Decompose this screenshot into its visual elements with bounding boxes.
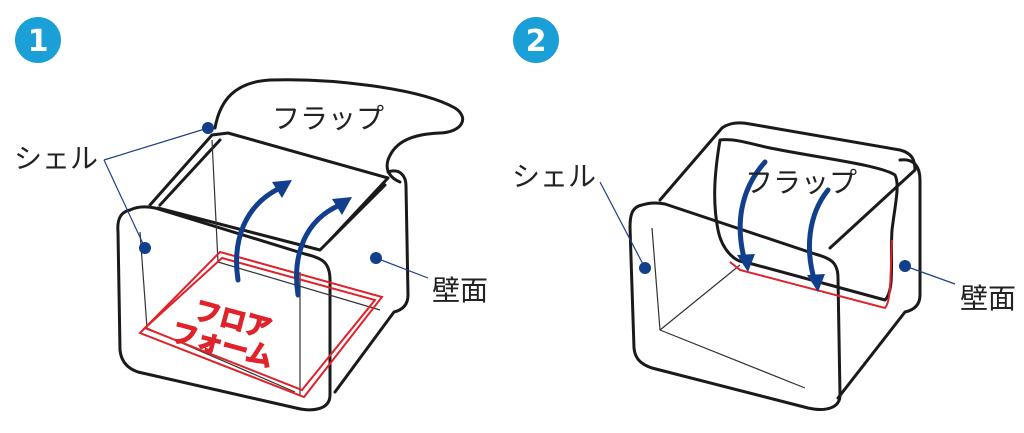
wall-leader — [904, 265, 956, 285]
wall-dot — [370, 252, 382, 264]
panel-1: 1 フロア フォーム フラップ シェル 壁面 — [14, 17, 488, 412]
shell-leader — [103, 127, 209, 249]
shell-label: シェル — [14, 142, 98, 175]
shell-label: シェル — [512, 160, 596, 193]
arrow-head-2 — [807, 274, 825, 292]
box-front-face — [628, 201, 842, 411]
flap-label: フラップ — [745, 166, 857, 199]
shell-dot — [639, 262, 651, 274]
box-inner-rim — [156, 138, 387, 252]
fold-arrow-1 — [234, 185, 283, 283]
wall-label: 壁面 — [960, 282, 1016, 315]
wall-dot — [899, 260, 911, 272]
box-front-face — [116, 205, 332, 412]
box-inner-edges — [651, 227, 806, 389]
box-right-wall — [836, 158, 922, 400]
box-back-rim — [148, 131, 390, 242]
panel-2: 2 フラップ シェル 壁面 — [512, 17, 1016, 411]
floor-form-outer — [138, 250, 384, 399]
wall-leader — [375, 257, 429, 279]
step-number-2: 2 — [526, 24, 547, 59]
shell-leader — [599, 181, 646, 269]
step-badge-1 — [15, 17, 61, 63]
step-number-1: 1 — [28, 24, 49, 59]
step-badge-2 — [513, 17, 559, 63]
flap-shape — [713, 138, 899, 302]
flap-shape — [213, 78, 465, 184]
fold-arrow-2 — [294, 202, 343, 298]
shell-dot-2 — [139, 242, 151, 254]
arrow-head-1 — [272, 180, 292, 198]
wall-label: 壁面 — [432, 274, 488, 307]
fold-arrow-1 — [737, 159, 768, 265]
box-right-wall — [333, 169, 410, 394]
flap-label: フラップ — [272, 102, 384, 135]
floor-form-edge — [729, 239, 893, 310]
arrow-head-1 — [737, 254, 755, 272]
arrow-head-2 — [332, 197, 352, 215]
floor-form — [143, 256, 377, 392]
shell-dot-1 — [202, 122, 214, 134]
fold-arrow-2 — [806, 187, 831, 285]
